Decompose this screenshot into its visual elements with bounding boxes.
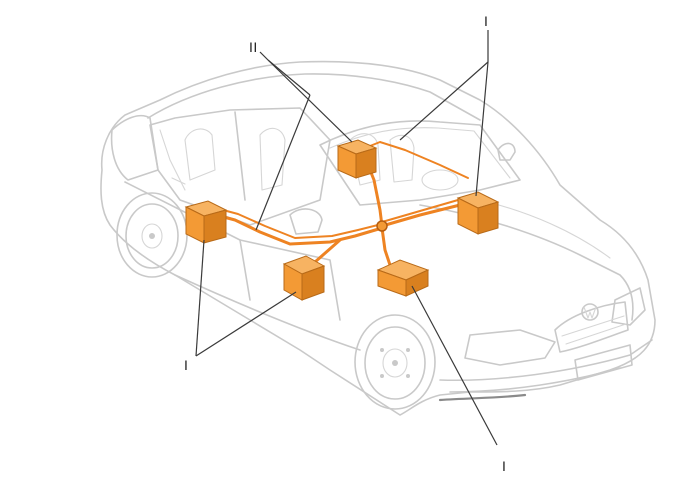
front-left-control-unit: [282, 255, 326, 301]
dashboard-center-control-unit: [336, 139, 378, 179]
rear-wheel: [116, 192, 188, 278]
label-top-right: I: [484, 13, 489, 29]
label-bottom-right: I: [502, 458, 507, 474]
label-top-center: II: [249, 39, 258, 55]
engine-bay-control-unit: [376, 259, 430, 297]
leader-lines: [195, 30, 498, 446]
front-wheel: [354, 314, 436, 410]
rear-left-control-unit: [184, 200, 228, 244]
dashboard-right-control-unit: [456, 191, 500, 235]
car-body-outline: [100, 60, 656, 416]
label-bottom-left: I: [184, 357, 189, 373]
front-underbody-line: [438, 393, 527, 402]
wiring-junction-node: [376, 220, 388, 232]
